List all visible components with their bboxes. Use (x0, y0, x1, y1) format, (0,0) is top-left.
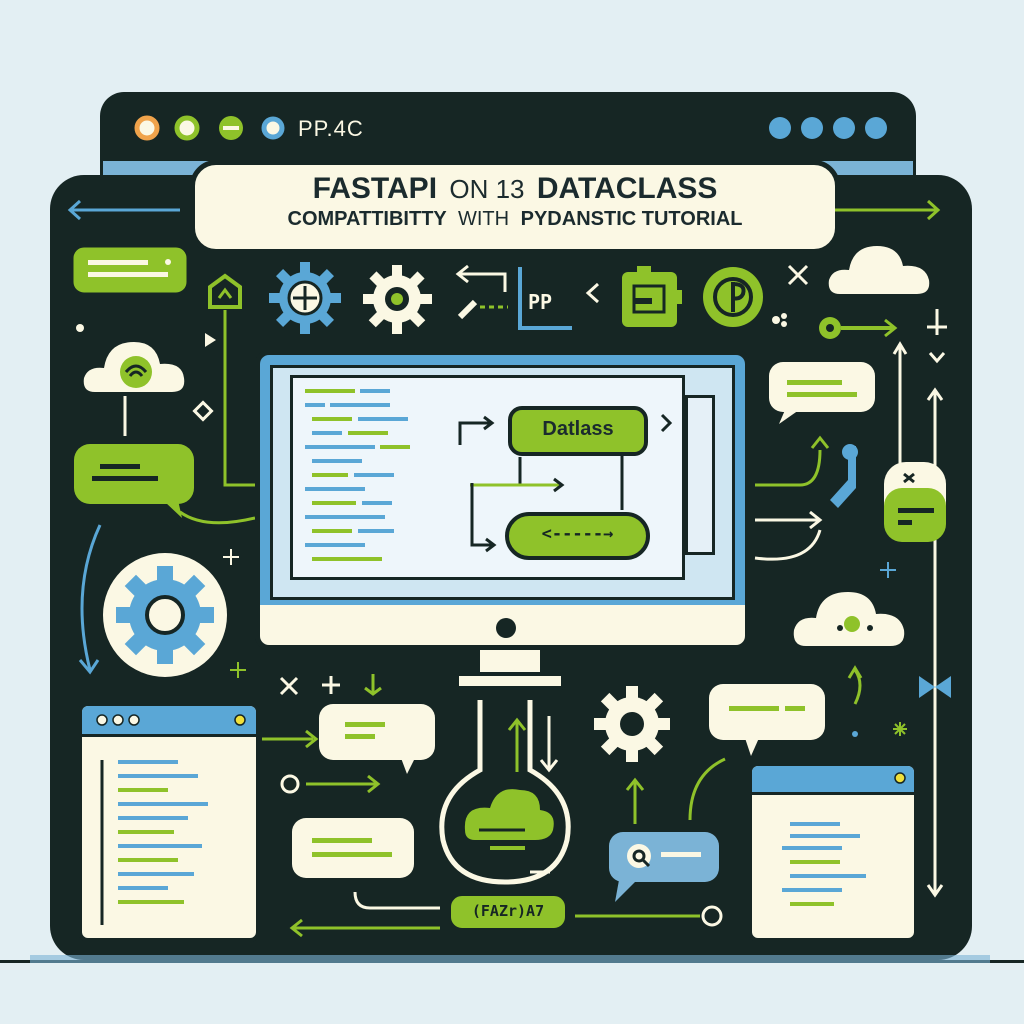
banner-line1: FASTAPI ON 13 DATACLASS (200, 172, 830, 206)
key-icon[interactable] (815, 310, 900, 346)
monitor-chin (255, 605, 750, 650)
power-button-icon[interactable] (494, 616, 518, 640)
comment-bubble-icon[interactable] (705, 680, 830, 762)
bowtie-icon (919, 676, 951, 698)
monitor-stand (475, 650, 545, 674)
browser-right-content (782, 772, 906, 906)
star-icon (880, 562, 896, 578)
chat-bubble-icon[interactable] (68, 242, 193, 302)
refresh-icon[interactable] (698, 262, 768, 332)
dataclass-pill[interactable] (505, 512, 650, 560)
browser-window-right[interactable] (748, 762, 918, 942)
banner-line2: COMPATTIBITTY WITH PYDANSTIC TUTORIAL (200, 208, 830, 231)
gear-up-arrow-icon (625, 777, 645, 824)
large-gear-icon[interactable] (100, 550, 230, 680)
flow-arrow-2-icon (179, 510, 256, 525)
diamond-icon (192, 400, 214, 422)
title-banner (190, 160, 840, 254)
green-dot-icon (174, 115, 200, 141)
puzzle-icon[interactable] (612, 262, 687, 337)
flask-up-down-icon (507, 716, 559, 773)
flask-icon[interactable] (435, 690, 575, 890)
process-gear-icon[interactable] (590, 682, 675, 767)
swap-arrows-icon (455, 264, 508, 320)
sparkles-icon (847, 665, 907, 737)
bullet-dot-icon (76, 324, 84, 332)
orange-dot-icon (134, 115, 160, 141)
banner-word-dataclass: DATACLASS (536, 172, 718, 205)
bottom-right-arrow-icon (575, 905, 723, 927)
bot-icon[interactable] (880, 458, 950, 548)
tiny-arrow-icon (530, 870, 550, 874)
cloud-icon (828, 246, 930, 294)
browser-left-content (96, 714, 246, 925)
editor-side-panel (685, 395, 715, 555)
settings-gear-icon[interactable] (360, 262, 435, 337)
code-lines (305, 389, 410, 561)
sparkle-icon (223, 549, 239, 565)
output-arrows-icon (754, 435, 830, 561)
back-arrow-icon (585, 282, 600, 304)
banner-word-on: ON 13 (449, 174, 525, 204)
window-menu-dots[interactable] (760, 108, 900, 148)
connector-line (123, 396, 127, 436)
window-controls[interactable] (125, 108, 305, 148)
gear-icon[interactable] (265, 258, 345, 338)
summary-bubble-icon[interactable] (288, 814, 418, 884)
banner-word-with: WITH (457, 208, 510, 230)
dataclass-pill-label: <-----→ (541, 524, 614, 544)
dataclass-node-label: Datlass (542, 418, 614, 440)
bookmark-icon (208, 273, 242, 309)
browser-left-titlebar (82, 706, 256, 737)
blue-dot-icon (261, 116, 285, 140)
cloud-storage-icon[interactable] (790, 580, 910, 652)
flask-tag[interactable] (448, 893, 568, 931)
link-arrow-icon (280, 774, 381, 794)
flow-arrow-icon (223, 310, 255, 487)
pp-bracket-icon (518, 267, 572, 330)
play-icon (205, 333, 216, 347)
cloud-sync-icon[interactable] (80, 328, 190, 400)
tiny-sparkle-icon (230, 662, 246, 678)
banner-word-compat: COMPATTIBITTY (287, 208, 447, 230)
ground-shadow (30, 955, 990, 963)
into-bubble-arrow-icon (262, 729, 319, 749)
browser-right-titlebar (752, 766, 914, 795)
left-arrow-icon (67, 199, 180, 221)
close-icon[interactable] (785, 262, 811, 288)
plus-icons (279, 674, 382, 696)
bottom-flow-arrow-icon (289, 891, 440, 938)
flask-tag-label: (FAZr)A7 (471, 902, 545, 920)
banner-word-fastapi: FASTAPI (312, 172, 438, 205)
pin-icons (927, 309, 947, 364)
right-arrow-icon (835, 199, 941, 221)
curve-arrow-icon (688, 757, 726, 821)
monitor-base (455, 672, 565, 690)
info-bubble-icon[interactable] (765, 358, 880, 428)
wrench-icon[interactable] (820, 440, 870, 520)
note-bubble-icon[interactable] (315, 700, 440, 782)
message-bubble-icon[interactable] (70, 440, 200, 520)
search-bubble-icon[interactable] (605, 828, 725, 908)
dataclass-node[interactable] (508, 406, 648, 456)
pp-label: PP (528, 290, 553, 314)
banner-word-tutorial: PYDANSTIC TUTORIAL (520, 208, 743, 230)
window-tab-label: PP.4C (298, 116, 364, 141)
curved-arrow-icon (78, 524, 102, 675)
small-node-icon (772, 313, 787, 327)
